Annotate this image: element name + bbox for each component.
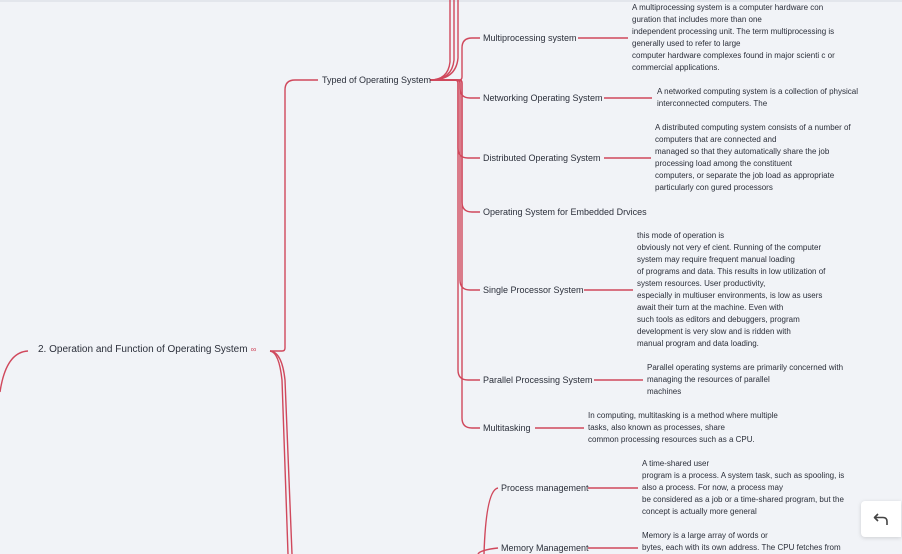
root-node[interactable]: 2. Operation and Function of Operating S… bbox=[38, 343, 256, 357]
undo-button[interactable] bbox=[861, 501, 901, 537]
desc-parallel-processing[interactable]: Parallel operating systems are primarily… bbox=[647, 363, 844, 396]
top-edge bbox=[0, 0, 902, 2]
desc-distributed-os[interactable]: A distributed computing system consists … bbox=[655, 123, 851, 192]
connector-offscreen-3 bbox=[429, 0, 451, 81]
connector-to-multiprocessing bbox=[430, 37, 480, 81]
node-multiprocessing[interactable]: Multiprocessing system bbox=[483, 32, 577, 44]
node-parallel-processing-label: Parallel Processing System bbox=[483, 375, 593, 385]
node-typed-of-os-label: Typed of Operating System bbox=[322, 75, 432, 85]
connector-to-process-management bbox=[483, 487, 499, 554]
node-distributed-os[interactable]: Distributed Operating System bbox=[483, 152, 601, 164]
node-networking-os-label: Networking Operating System bbox=[483, 93, 603, 103]
connector-root-lower-2 bbox=[269, 350, 289, 554]
connector-to-parallel-processing bbox=[430, 79, 480, 381]
node-networking-os[interactable]: Networking Operating System bbox=[483, 92, 603, 104]
connector-to-distributed-os bbox=[430, 79, 480, 159]
undo-icon bbox=[873, 513, 888, 525]
node-embedded-os-label: Operating System for Embedded Drvices bbox=[483, 207, 647, 217]
connector-to-networking-os bbox=[430, 79, 480, 99]
desc-networking-os[interactable]: A networked computing system is a collec… bbox=[657, 87, 858, 108]
desc-single-processor[interactable]: this mode of operation is obviously not … bbox=[637, 231, 826, 348]
node-multitasking[interactable]: Multitasking bbox=[483, 422, 531, 434]
node-parallel-processing[interactable]: Parallel Processing System bbox=[483, 374, 593, 386]
node-single-processor[interactable]: Single Processor System bbox=[483, 284, 584, 296]
desc-multiprocessing[interactable]: A multiprocessing system is a computer h… bbox=[632, 3, 835, 72]
desc-multitasking[interactable]: In computing, multitasking is a method w… bbox=[588, 411, 778, 444]
node-single-processor-label: Single Processor System bbox=[483, 285, 584, 295]
connector-to-single-processor bbox=[430, 79, 480, 291]
connector-to-memory-management bbox=[477, 547, 499, 554]
root-node-label: 2. Operation and Function of Operating S… bbox=[38, 344, 248, 355]
link-icon[interactable]: ∞ bbox=[250, 345, 257, 354]
node-memory-management[interactable]: Memory Management bbox=[501, 542, 589, 554]
desc-memory-management[interactable]: Memory is a large array of words or byte… bbox=[642, 531, 841, 552]
node-process-management-label: Process management bbox=[501, 483, 589, 493]
node-multitasking-label: Multitasking bbox=[483, 423, 531, 433]
connector-root-to-group bbox=[270, 79, 318, 352]
connector-to-embedded-os bbox=[430, 79, 480, 213]
connector-root-incoming bbox=[0, 350, 29, 393]
node-multiprocessing-label: Multiprocessing system bbox=[483, 33, 577, 43]
node-memory-management-label: Memory Management bbox=[501, 543, 589, 553]
desc-process-management[interactable]: A time-shared user program is a process.… bbox=[642, 459, 845, 516]
node-distributed-os-label: Distributed Operating System bbox=[483, 153, 601, 163]
node-embedded-os[interactable]: Operating System for Embedded Drvices bbox=[483, 206, 647, 218]
connector-root-lower bbox=[269, 350, 293, 554]
node-process-management[interactable]: Process management bbox=[501, 482, 589, 494]
node-typed-of-os[interactable]: Typed of Operating System bbox=[322, 74, 431, 86]
connector-to-multitasking bbox=[430, 79, 480, 429]
